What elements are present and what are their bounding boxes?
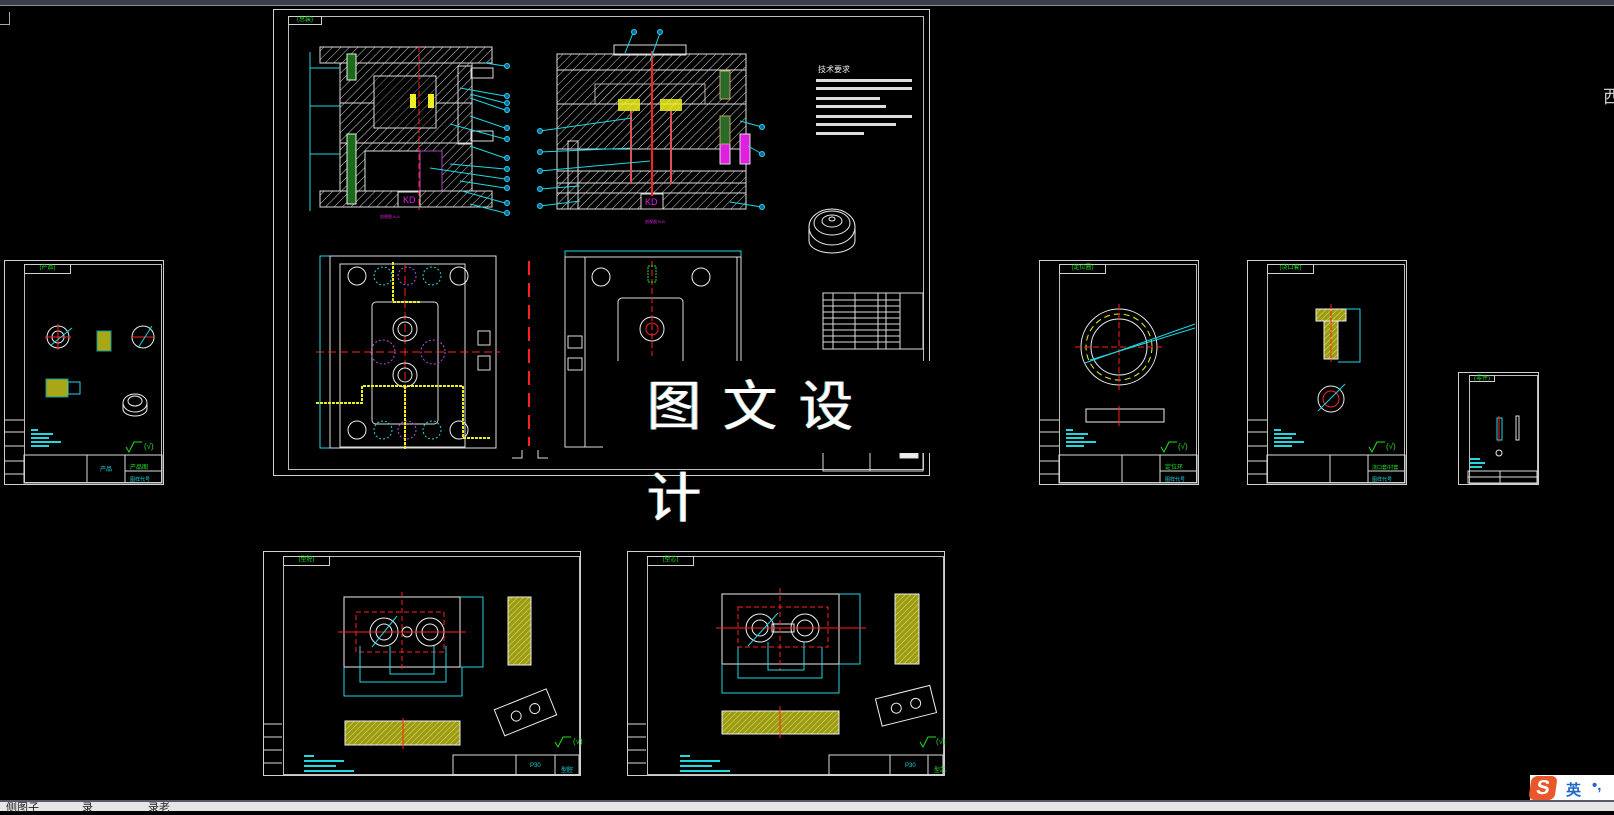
tech-requirements-text: 技术要求 <box>816 64 912 135</box>
sheet-tag: (产品) <box>24 264 71 274</box>
svg-text:(√): (√) <box>1386 442 1396 451</box>
offscreen-sheet-corner <box>0 12 10 25</box>
status-item[interactable]: 录老 <box>148 801 170 814</box>
svg-text:P30: P30 <box>905 763 916 769</box>
sheet-inner-frame <box>647 556 944 775</box>
ime-language-toggle[interactable]: 英 <box>1566 781 1582 799</box>
ring-drawing: (√) 定位环 图样代号 <box>1039 304 1198 484</box>
svg-text:图样代号: 图样代号 <box>1165 476 1185 483</box>
part-3d-view <box>808 208 856 254</box>
sheet-core[interactable]: (型芯) <box>627 551 945 776</box>
sheet-tag: (型芯) <box>647 556 694 566</box>
sheet-tag: (浇口套) <box>1267 264 1314 274</box>
section-view-a: KD 剖视图 A-A <box>309 46 510 219</box>
svg-text:KD: KD <box>403 195 416 205</box>
sheet-tag: (定位圈) <box>1059 264 1106 274</box>
svg-text:(√): (√) <box>1178 442 1188 451</box>
sheet-tag: (总装) <box>288 16 322 25</box>
plan-view-fixed <box>316 255 548 459</box>
product-drawing: (√) 产品 产品图 图样代号 <box>4 324 163 484</box>
status-item[interactable]: 录 <box>82 801 93 814</box>
svg-text:(√): (√) <box>936 737 946 746</box>
status-item[interactable]: 侧图子 <box>6 801 39 814</box>
cad-geometry: KD 剖视图 A-A <box>4 29 1538 776</box>
sheet-assembly[interactable]: (总装) <box>273 9 930 476</box>
svg-text:KD: KD <box>645 197 658 207</box>
svg-text:浇口套/衬套: 浇口套/衬套 <box>1372 464 1398 471</box>
svg-text:型芯: 型芯 <box>934 766 946 774</box>
sheet-small-part[interactable]: (零件) <box>1458 372 1539 485</box>
svg-text:产品图: 产品图 <box>130 463 148 471</box>
watermark-text: 图文设计 <box>603 361 938 530</box>
sheet-assembly-inner-frame <box>288 16 924 470</box>
svg-text:产品: 产品 <box>100 465 112 473</box>
svg-text:图样代号: 图样代号 <box>1372 476 1392 483</box>
svg-text:剖视图 B-B: 剖视图 B-B <box>645 218 665 224</box>
svg-text:P30: P30 <box>530 763 541 769</box>
sheet-cavity[interactable]: (型腔) <box>263 551 581 776</box>
svg-text:型腔: 型腔 <box>561 766 573 774</box>
offscreen-label: 西 <box>1603 87 1614 108</box>
svg-text:剖视图 A-A: 剖视图 A-A <box>380 213 400 219</box>
status-bar: 侧图子 录 录老 <box>0 800 1614 814</box>
svg-text:定位环: 定位环 <box>1165 463 1183 471</box>
ime-toolbar[interactable]: S 英 •, <box>1528 775 1614 803</box>
drawing-canvas[interactable]: (总装) (产品) (定位圈) (浇口套) (零件) (型腔) (型芯) <box>0 6 1614 800</box>
sheet-tag: (零件) <box>1469 375 1495 382</box>
svg-text:(√): (√) <box>144 442 154 451</box>
sprue-drawing: (√) 浇口套/衬套 图样代号 <box>1247 304 1406 484</box>
section-view-b: KD 剖视图 B-B <box>537 29 765 224</box>
ime-punctuation-toggle[interactable]: •, <box>1592 777 1602 794</box>
svg-text:图样代号: 图样代号 <box>130 476 150 483</box>
window-top-border <box>0 0 1614 6</box>
svg-text:(√): (√) <box>573 737 583 746</box>
svg-text:技术要求: 技术要求 <box>818 64 850 74</box>
sheet-inner-frame <box>283 556 580 775</box>
cavity-drawing: (√) P30 型腔 <box>263 592 583 776</box>
core-drawing: (√) P30 型芯 <box>627 588 946 776</box>
small-part-drawing <box>1467 415 1538 484</box>
sogou-logo-icon[interactable]: S <box>1528 776 1558 800</box>
sheet-tag: (型腔) <box>283 556 330 566</box>
